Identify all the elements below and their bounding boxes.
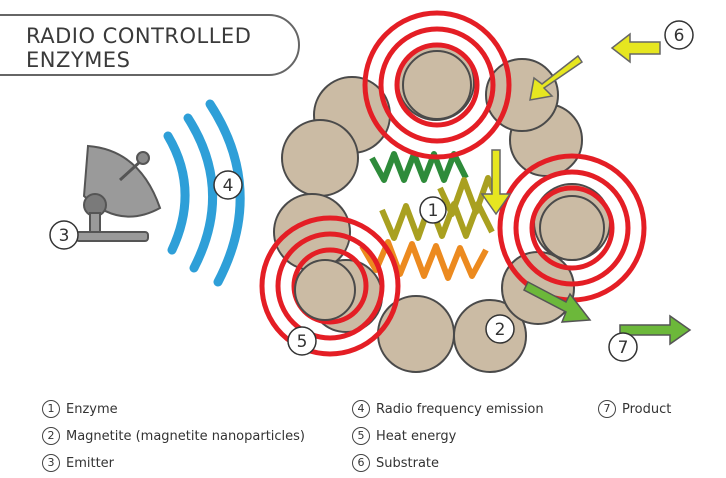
enzyme-springs bbox=[359, 151, 503, 281]
marker-6: 6 bbox=[664, 20, 694, 50]
enzyme-spring-green bbox=[369, 151, 469, 183]
legend-label: Radio frequency emission bbox=[376, 401, 544, 417]
marker-4: 4 bbox=[213, 170, 243, 200]
magnetite-particle bbox=[377, 295, 455, 373]
legend-item-substrate: 6 Substrate bbox=[352, 454, 439, 472]
legend-item-product: 7 Product bbox=[598, 400, 671, 418]
title-box: RADIO CONTROLLED ENZYMES bbox=[0, 14, 300, 76]
markers: 1 2 3 4 5 6 7 bbox=[49, 20, 694, 362]
heat-ring-left bbox=[259, 215, 401, 357]
legend-number: 1 bbox=[42, 400, 60, 418]
legend-number: 7 bbox=[598, 400, 616, 418]
marker-5: 5 bbox=[287, 326, 317, 356]
heat-ring-top bbox=[362, 10, 512, 160]
heat-rings bbox=[259, 10, 647, 357]
substrate-arrow-legend bbox=[610, 32, 661, 64]
emitter-icon bbox=[75, 144, 162, 242]
svg-text:4: 4 bbox=[223, 176, 234, 196]
product-arrow-leaving bbox=[523, 280, 592, 323]
svg-text:5: 5 bbox=[297, 332, 308, 352]
enzyme-spring-olive-2 bbox=[437, 175, 503, 217]
heated-particles bbox=[294, 50, 605, 321]
svg-text:3: 3 bbox=[59, 226, 70, 246]
legend-number: 5 bbox=[352, 427, 370, 445]
svg-text:2: 2 bbox=[495, 320, 506, 340]
substrate-arrows bbox=[480, 32, 661, 216]
marker-1: 1 bbox=[419, 196, 447, 224]
title-line-1: RADIO CONTROLLED bbox=[26, 24, 252, 48]
radio-wave-middle bbox=[183, 113, 218, 273]
marker-7: 7 bbox=[608, 332, 638, 362]
title-line-2: ENZYMES bbox=[26, 48, 131, 72]
legend-number: 2 bbox=[42, 427, 60, 445]
svg-text:6: 6 bbox=[674, 26, 685, 46]
legend-item-emitter: 3 Emitter bbox=[42, 454, 114, 472]
legend-item-magnetite: 2 Magnetite (magnetite nanoparticles) bbox=[42, 427, 305, 445]
legend-item-radio-frequency: 4 Radio frequency emission bbox=[352, 400, 544, 418]
legend-label: Heat energy bbox=[376, 428, 457, 444]
marker-3: 3 bbox=[49, 220, 79, 250]
substrate-arrow-entering bbox=[529, 54, 584, 101]
legend-label: Product bbox=[622, 401, 672, 417]
radio-wave-inner bbox=[163, 131, 190, 255]
legend-label: Emitter bbox=[66, 455, 115, 471]
legend-number: 4 bbox=[352, 400, 370, 418]
magnetite-particle bbox=[281, 119, 359, 197]
legend-item-heat-energy: 5 Heat energy bbox=[352, 427, 456, 445]
legend-label: Substrate bbox=[376, 455, 440, 471]
legend-label: Magnetite (magnetite nanoparticles) bbox=[66, 428, 306, 444]
enzyme-spring-orange bbox=[359, 239, 489, 281]
substrate-arrow-inside bbox=[480, 149, 512, 216]
svg-text:1: 1 bbox=[428, 201, 439, 221]
legend-label: Enzyme bbox=[66, 401, 118, 417]
marker-2: 2 bbox=[485, 314, 515, 344]
legend-item-enzyme: 1 Enzyme bbox=[42, 400, 118, 418]
legend-number: 3 bbox=[42, 454, 60, 472]
svg-text:7: 7 bbox=[618, 338, 629, 358]
legend-number: 6 bbox=[352, 454, 370, 472]
